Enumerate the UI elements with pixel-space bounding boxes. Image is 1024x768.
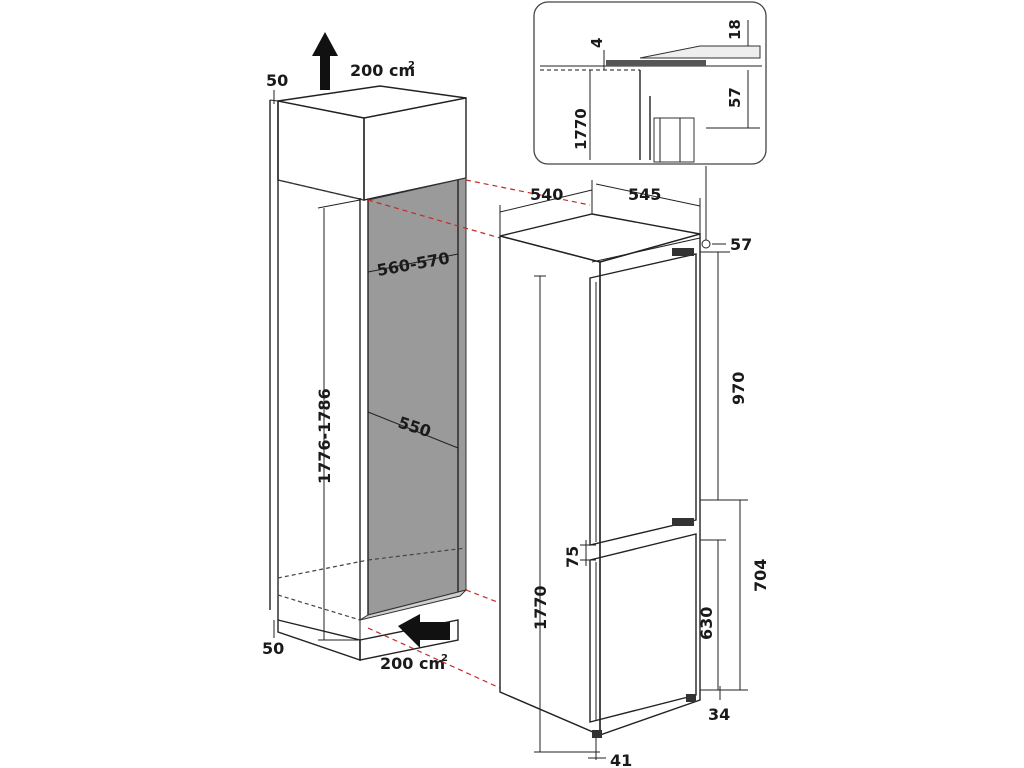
bottom-vent-arrow (398, 614, 450, 648)
lower-door-height-label: 630 (697, 607, 716, 640)
appliance-height-label: 1770 (531, 585, 550, 630)
appliance-height-dimension (534, 275, 600, 753)
upper-door-dimension (700, 251, 730, 501)
niche-bottom-clearance-label: 50 (262, 639, 284, 658)
detail-gap-label: 57 (726, 87, 744, 108)
top-vent-superscript: 2 (408, 60, 415, 71)
appliance-width-dimension (595, 183, 701, 234)
appliance-depth-label: 540 (530, 185, 563, 204)
niche-top-clearance-label: 50 (266, 71, 288, 90)
detail-callout (533, 1, 767, 165)
lower-door-dimension (700, 539, 726, 690)
top-gap-label: 57 (730, 235, 752, 254)
detail-height-label: 1770 (572, 108, 590, 150)
upper-door (589, 253, 697, 546)
bottom-vent-label: 200 cm (380, 654, 445, 673)
upper-door-height-label: 970 (729, 372, 748, 405)
niche-height-label: 1776-1786 (315, 388, 334, 484)
niche-back-wall (367, 177, 467, 616)
detail-top-label: 18 (726, 19, 744, 40)
plinth-height-label: 34 (708, 705, 730, 724)
appliance-body (499, 213, 701, 738)
foot-offset-label: 41 (610, 751, 632, 768)
detail-small-gap-label: 4 (588, 38, 606, 48)
lower-section-dimension (716, 499, 748, 691)
cabinet-niche (269, 85, 468, 661)
top-vent-arrow (312, 32, 338, 90)
top-vent-label: 200 cm (350, 61, 415, 80)
appliance-width-label: 545 (628, 185, 661, 204)
lower-section-height-label: 704 (751, 559, 770, 592)
niche-height-dimension (317, 199, 361, 641)
bottom-vent-superscript: 2 (441, 653, 448, 664)
door-gap-label: 75 (563, 546, 582, 568)
appliance-depth-dimension (499, 180, 593, 236)
lower-door (589, 533, 697, 723)
